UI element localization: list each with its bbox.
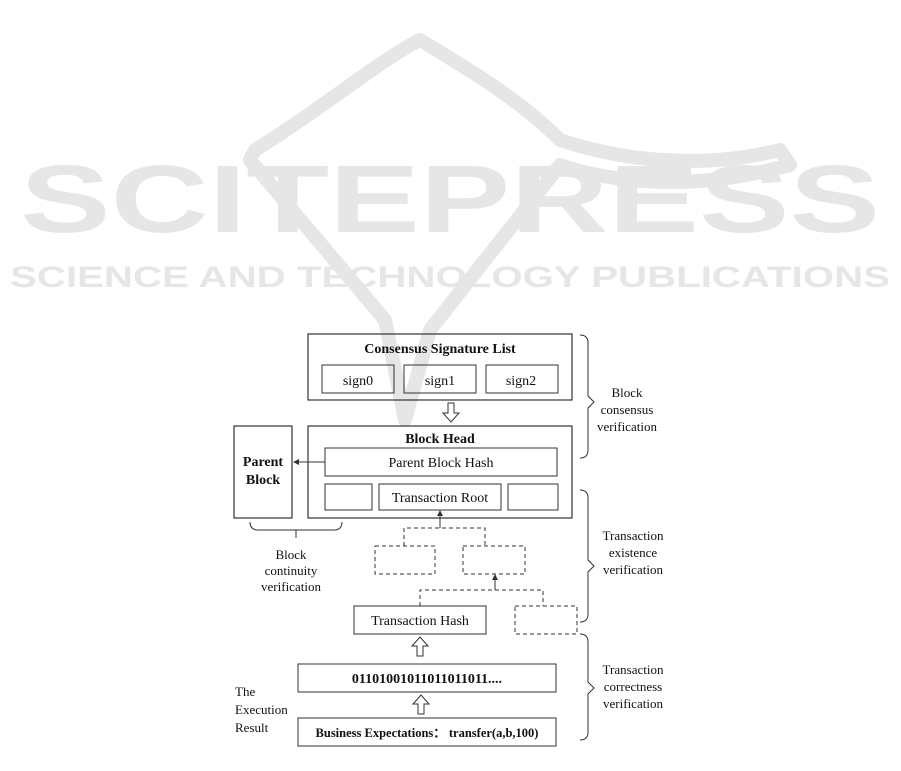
sign2-label: sign2: [506, 374, 536, 389]
block-consensus-line1: Block: [611, 385, 643, 400]
hollow-down-arrow-top: [441, 402, 461, 423]
parent-block: Parent Block: [233, 425, 293, 519]
watermark-subtitle: SCIENCE AND TECHNOLOGY PUBLICATIONS: [10, 261, 890, 294]
execution-result-line2: Execution: [235, 702, 288, 717]
execution-result-line3: Result: [235, 720, 269, 735]
block-consensus-bracket: [579, 334, 595, 459]
transaction-correctness-bracket: [579, 633, 595, 741]
transaction-correctness-line2: correctness: [604, 679, 662, 694]
binary-result: 01101001011011011011....: [297, 663, 557, 693]
transaction-existence-line2: existence: [609, 545, 658, 560]
block-consensus-line2: consensus: [601, 402, 654, 417]
block-continuity-bracket: [249, 521, 343, 538]
parent-block-label-line2: Block: [246, 473, 280, 488]
merkle-node-left: [374, 545, 436, 575]
block-consensus-line3: verification: [597, 419, 657, 434]
block-continuity-line3: verification: [261, 579, 321, 594]
parent-hash-arrow: [293, 459, 325, 465]
transaction-existence-line1: Transaction: [603, 528, 664, 543]
parent-block-hash-label: Parent Block Hash: [389, 456, 494, 471]
merkle-tree: [374, 510, 578, 635]
sign0-box: [321, 364, 395, 394]
transaction-root-label: Transaction Root: [392, 491, 488, 506]
business-expectations: Business Expectations： transfer(a,b,100): [297, 717, 557, 747]
watermark: SCITEPRESS SCIENCE AND TECHNOLOGY PUBLIC…: [10, 33, 890, 427]
block-continuity-line1: Block: [275, 547, 307, 562]
transaction-hash: Transaction Hash: [353, 605, 487, 635]
merkle-node-sibling: [514, 605, 578, 635]
hollow-up-arrow-middle: [410, 636, 430, 657]
sign2-box: [485, 364, 559, 394]
business-expectations-label: Business Expectations： transfer(a,b,100): [316, 726, 539, 740]
watermark-title: SCITEPRESS: [20, 146, 880, 253]
sign0-label: sign0: [343, 374, 373, 389]
consensus-list-title: Consensus Signature List: [364, 342, 516, 357]
block-continuity-line2: continuity: [265, 563, 318, 578]
block-head: Block Head Parent Block Hash Transaction…: [307, 425, 573, 519]
sign1-label: sign1: [425, 374, 455, 389]
transaction-existence-line3: verification: [603, 562, 663, 577]
hollow-up-arrow-bottom: [411, 694, 431, 715]
transaction-existence-bracket: [579, 489, 595, 623]
parent-block-label-line1: Parent: [243, 455, 284, 470]
consensus-signature-list: Consensus Signature List sign0 sign1 sig…: [307, 333, 573, 401]
transaction-hash-label: Transaction Hash: [371, 614, 469, 629]
block-head-empty-box-right: [507, 483, 559, 511]
block-head-empty-box-left: [324, 483, 373, 511]
execution-result-line1: The: [235, 684, 255, 699]
sign1-box: [403, 364, 477, 394]
watermark-logo-shape: [243, 33, 797, 427]
block-head-title: Block Head: [405, 432, 475, 447]
merkle-node-right: [462, 545, 526, 575]
transaction-correctness-line3: verification: [603, 696, 663, 711]
binary-label: 01101001011011011011....: [352, 672, 502, 687]
transaction-correctness-line1: Transaction: [603, 662, 664, 677]
